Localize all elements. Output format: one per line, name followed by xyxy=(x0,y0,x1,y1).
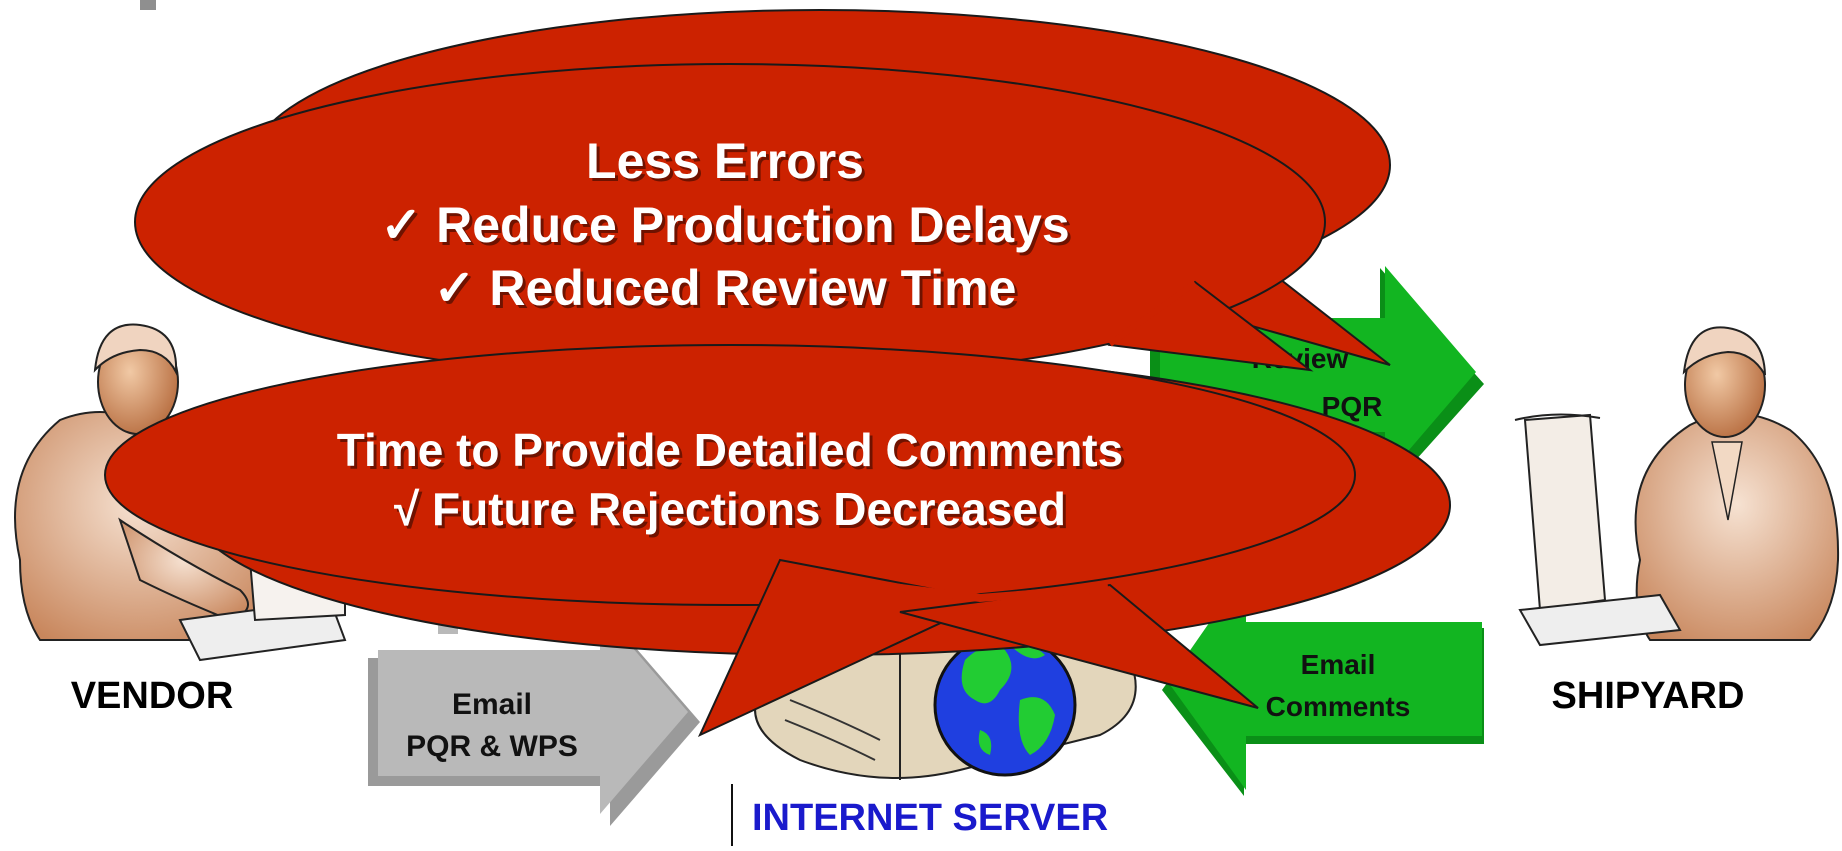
corner-tab xyxy=(140,0,156,10)
email-comments-line1: Email xyxy=(1301,649,1376,680)
top-bubble-line1: Less Errors xyxy=(586,133,864,189)
vendor-label: VENDOR xyxy=(71,675,234,717)
email-pqr-wps-line2: PQR & WPS xyxy=(406,730,578,763)
email-pqr-wps-line1: Email xyxy=(452,688,532,721)
top-speech-bubble: Less Errors Less Errors ✓ Reduce Product… xyxy=(134,9,1391,381)
email-comments-arrow: Email Comments xyxy=(1162,570,1484,796)
middle-bubble-line2-shadow: √ Future Rejections Decreased xyxy=(397,486,1069,538)
top-bubble-line3: ✓ Reduced Review Time xyxy=(434,260,1017,316)
top-bubble-line3-shadow: ✓ Reduced Review Time xyxy=(437,263,1020,319)
middle-bubble-line1: Time to Provide Detailed Comments xyxy=(337,424,1123,476)
shipyard-label: SHIPYARD xyxy=(1552,675,1745,717)
middle-speech-bubble: Time to Provide Detailed Comments Time t… xyxy=(104,344,1451,738)
top-bubble-line2: ✓ Reduce Production Delays xyxy=(380,197,1069,253)
top-bubble-line1-shadow: Less Errors xyxy=(589,136,867,192)
shipyard-person-icon xyxy=(1514,326,1840,647)
top-bubble-line2-shadow: ✓ Reduce Production Delays xyxy=(383,200,1072,256)
middle-bubble-line1-shadow: Time to Provide Detailed Comments xyxy=(340,427,1126,479)
email-comments-line2: Comments xyxy=(1266,691,1411,722)
email-pqr-wps-arrow: Email PQR & WPS xyxy=(368,610,700,826)
internet-server-label: INTERNET SERVER xyxy=(752,797,1108,839)
middle-bubble-line2: √ Future Rejections Decreased xyxy=(394,483,1066,535)
